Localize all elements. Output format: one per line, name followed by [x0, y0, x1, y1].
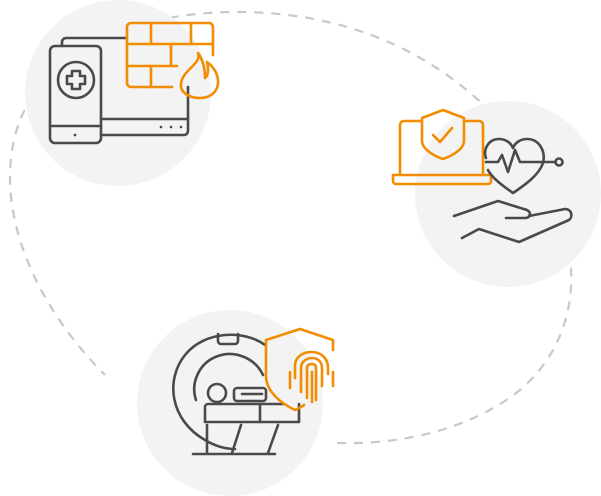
firewall-icon	[125, 21, 215, 89]
shield-icon	[264, 327, 335, 412]
heart-icon	[483, 137, 545, 195]
heartbeat-line-icon	[484, 148, 557, 174]
shield-check-icon	[420, 108, 466, 161]
fingerprint-icon	[288, 350, 335, 404]
bubble-right	[415, 101, 601, 287]
laptop-icon	[391, 119, 493, 186]
mri-scanner-icon	[172, 332, 301, 456]
laptop-shield-health-care-icon	[391, 108, 573, 244]
phone-icon	[48, 44, 103, 145]
hand-icon	[452, 199, 573, 244]
mri-scanner-fingerprint-shield-icon	[172, 327, 335, 456]
flame-icon	[179, 51, 220, 100]
dashed-orbit	[8, 10, 573, 445]
monitor-icon	[60, 36, 190, 137]
medical-devices-firewall-icon	[48, 21, 220, 145]
